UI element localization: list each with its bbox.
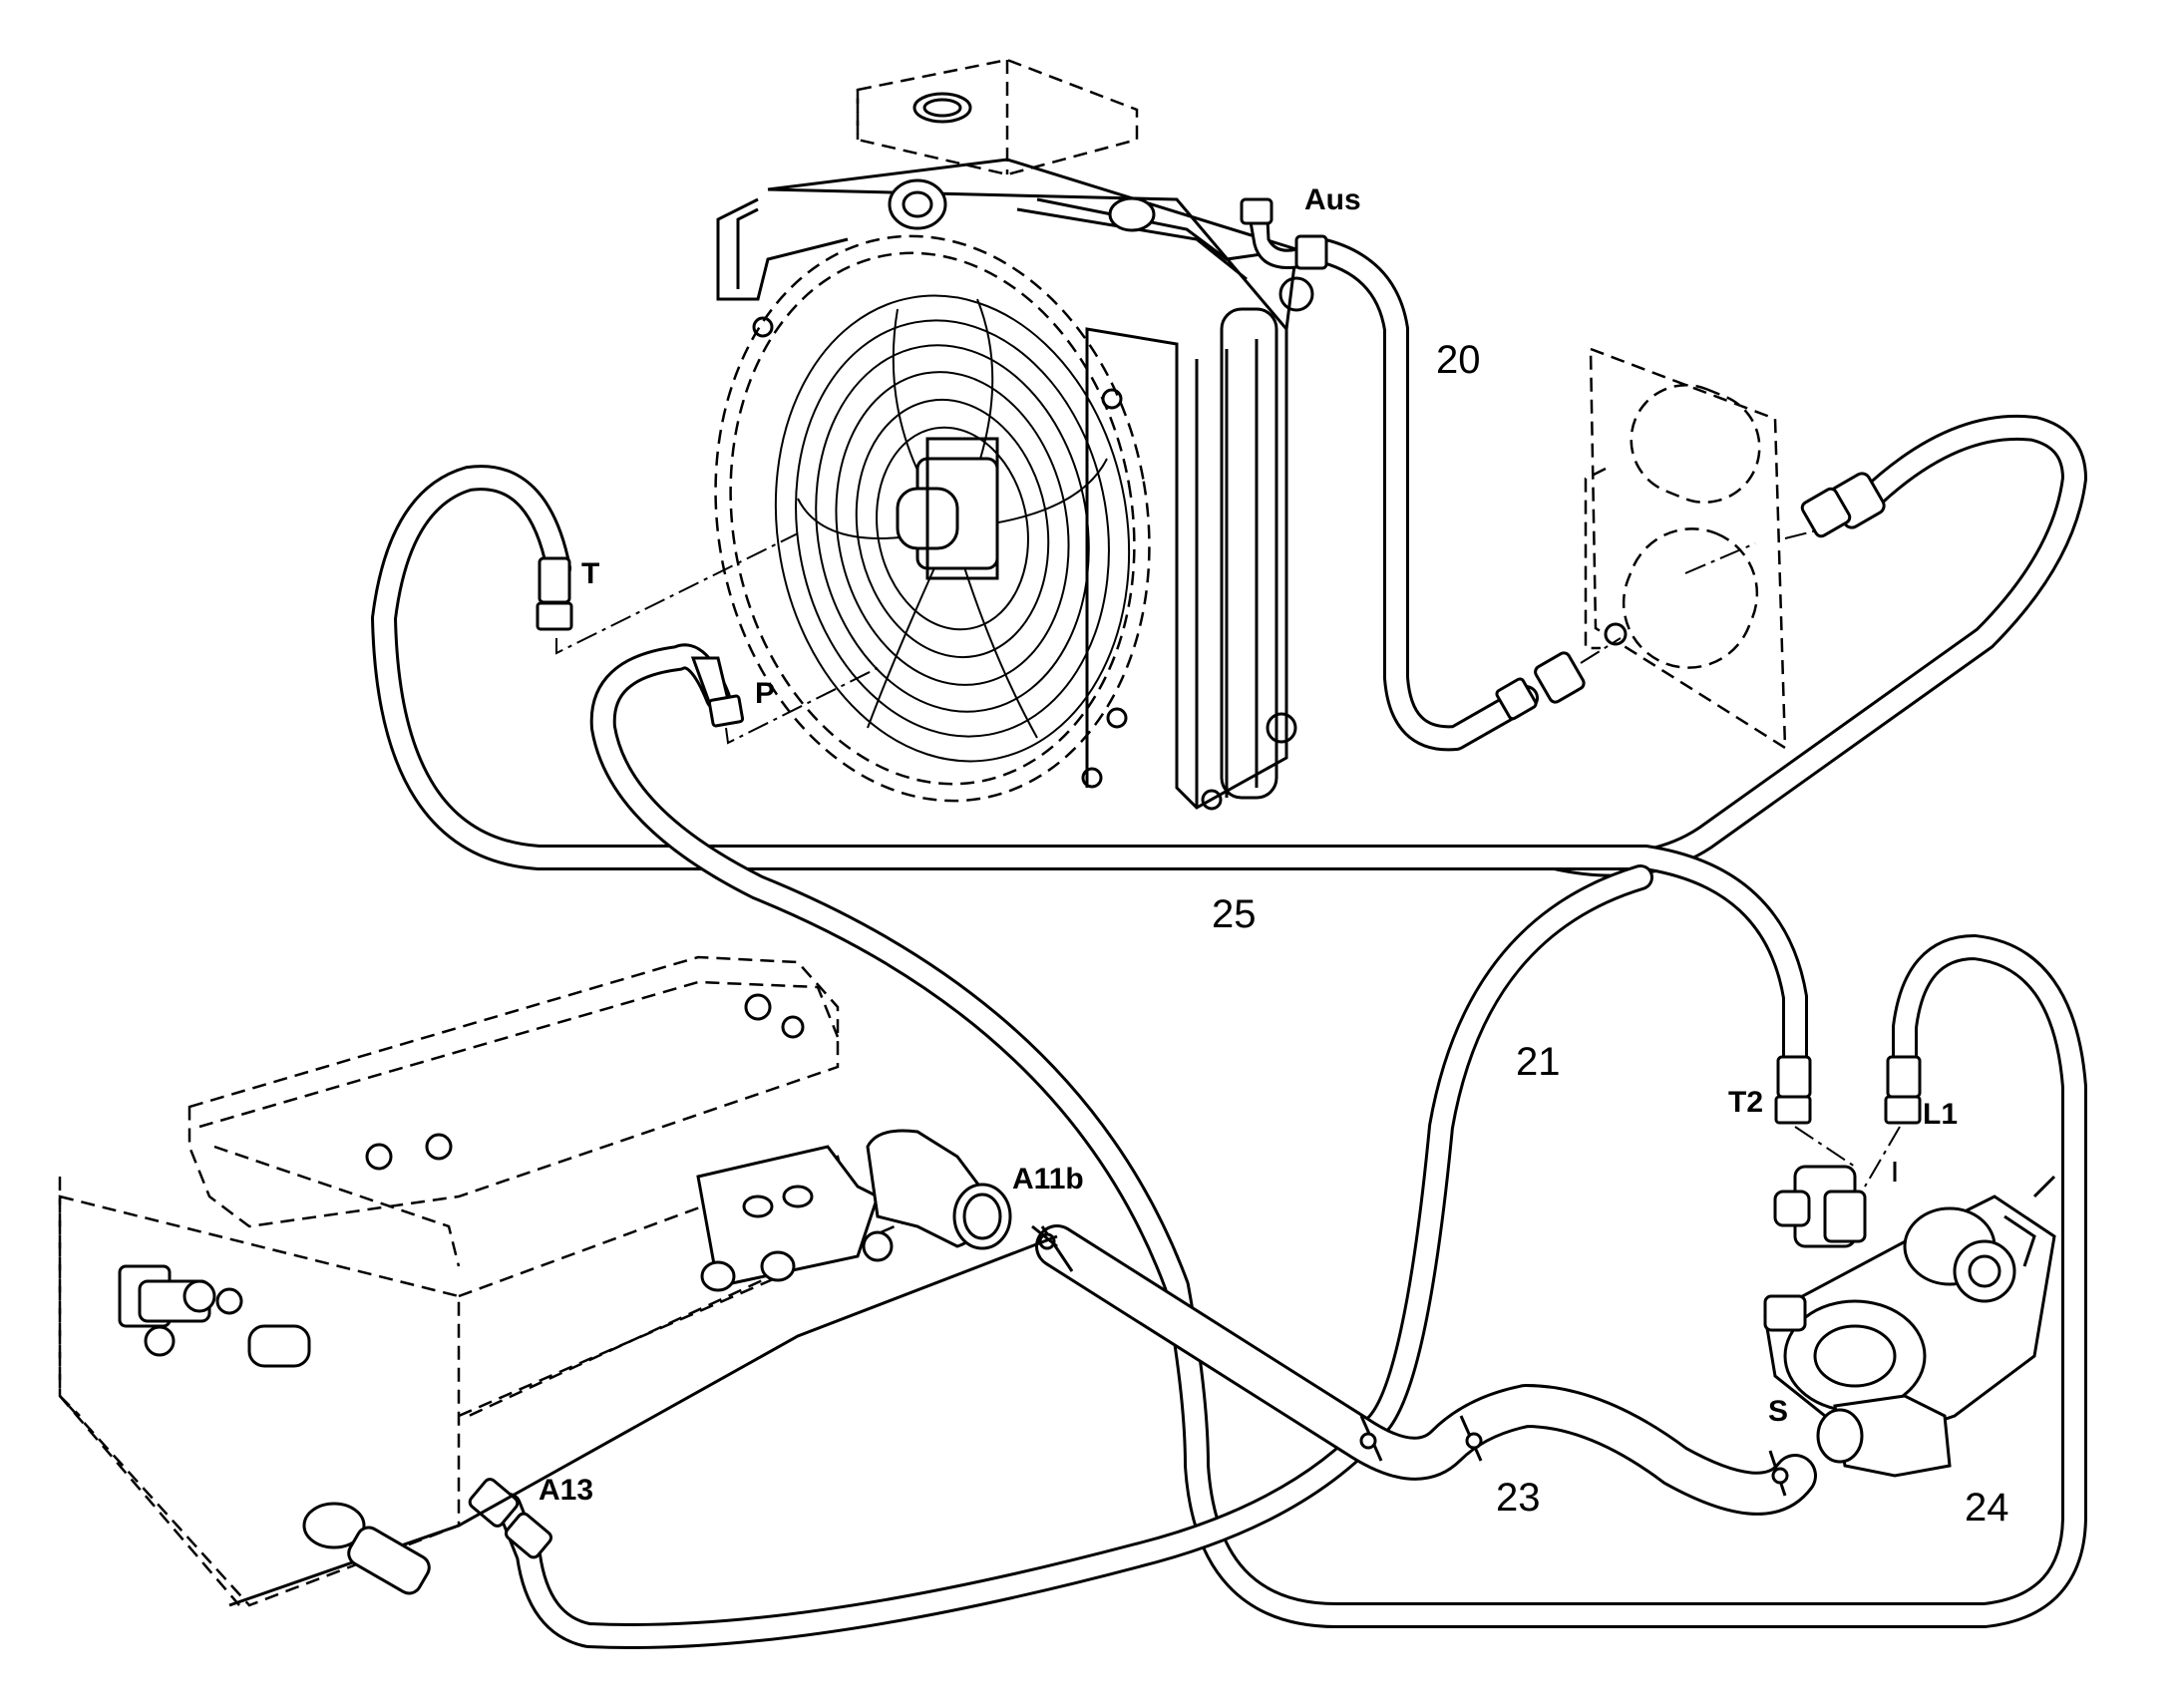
pump-assembly: [1763, 1162, 2056, 1478]
label-t2: T2: [1728, 1086, 1763, 1119]
valve-block-assembly: [58, 955, 1058, 1607]
label-a13: A13: [539, 1474, 593, 1507]
label-a11b: A11b: [1012, 1163, 1084, 1196]
fan-icon: [774, 294, 1131, 763]
part-number-23: 23: [1496, 1476, 1541, 1520]
oil-cooler-assembly: [714, 58, 1314, 811]
hose-25: [371, 465, 1856, 1168]
label-t: T: [581, 557, 599, 590]
hose-bracket-right: [1423, 414, 2087, 877]
label-s: S: [1768, 1395, 1788, 1428]
bracket-plate: [1584, 347, 1826, 751]
part-number-20: 20: [1436, 338, 1481, 382]
connection-labels: Aus T P T2 L1 S A11b A13: [539, 183, 1958, 1507]
part-number-labels: 20 21 23 24 25: [1212, 338, 2009, 1530]
hose-p-loop: [589, 643, 2087, 1628]
label-aus: Aus: [1304, 183, 1361, 216]
part-number-21: 21: [1516, 1040, 1561, 1084]
label-p: P: [755, 677, 775, 710]
part-number-25: 25: [1212, 892, 1257, 936]
hose-23: [1035, 1224, 1817, 1516]
label-l1: L1: [1923, 1098, 1958, 1131]
hose-20: [1240, 197, 1622, 752]
part-number-24: 24: [1965, 1486, 2009, 1530]
